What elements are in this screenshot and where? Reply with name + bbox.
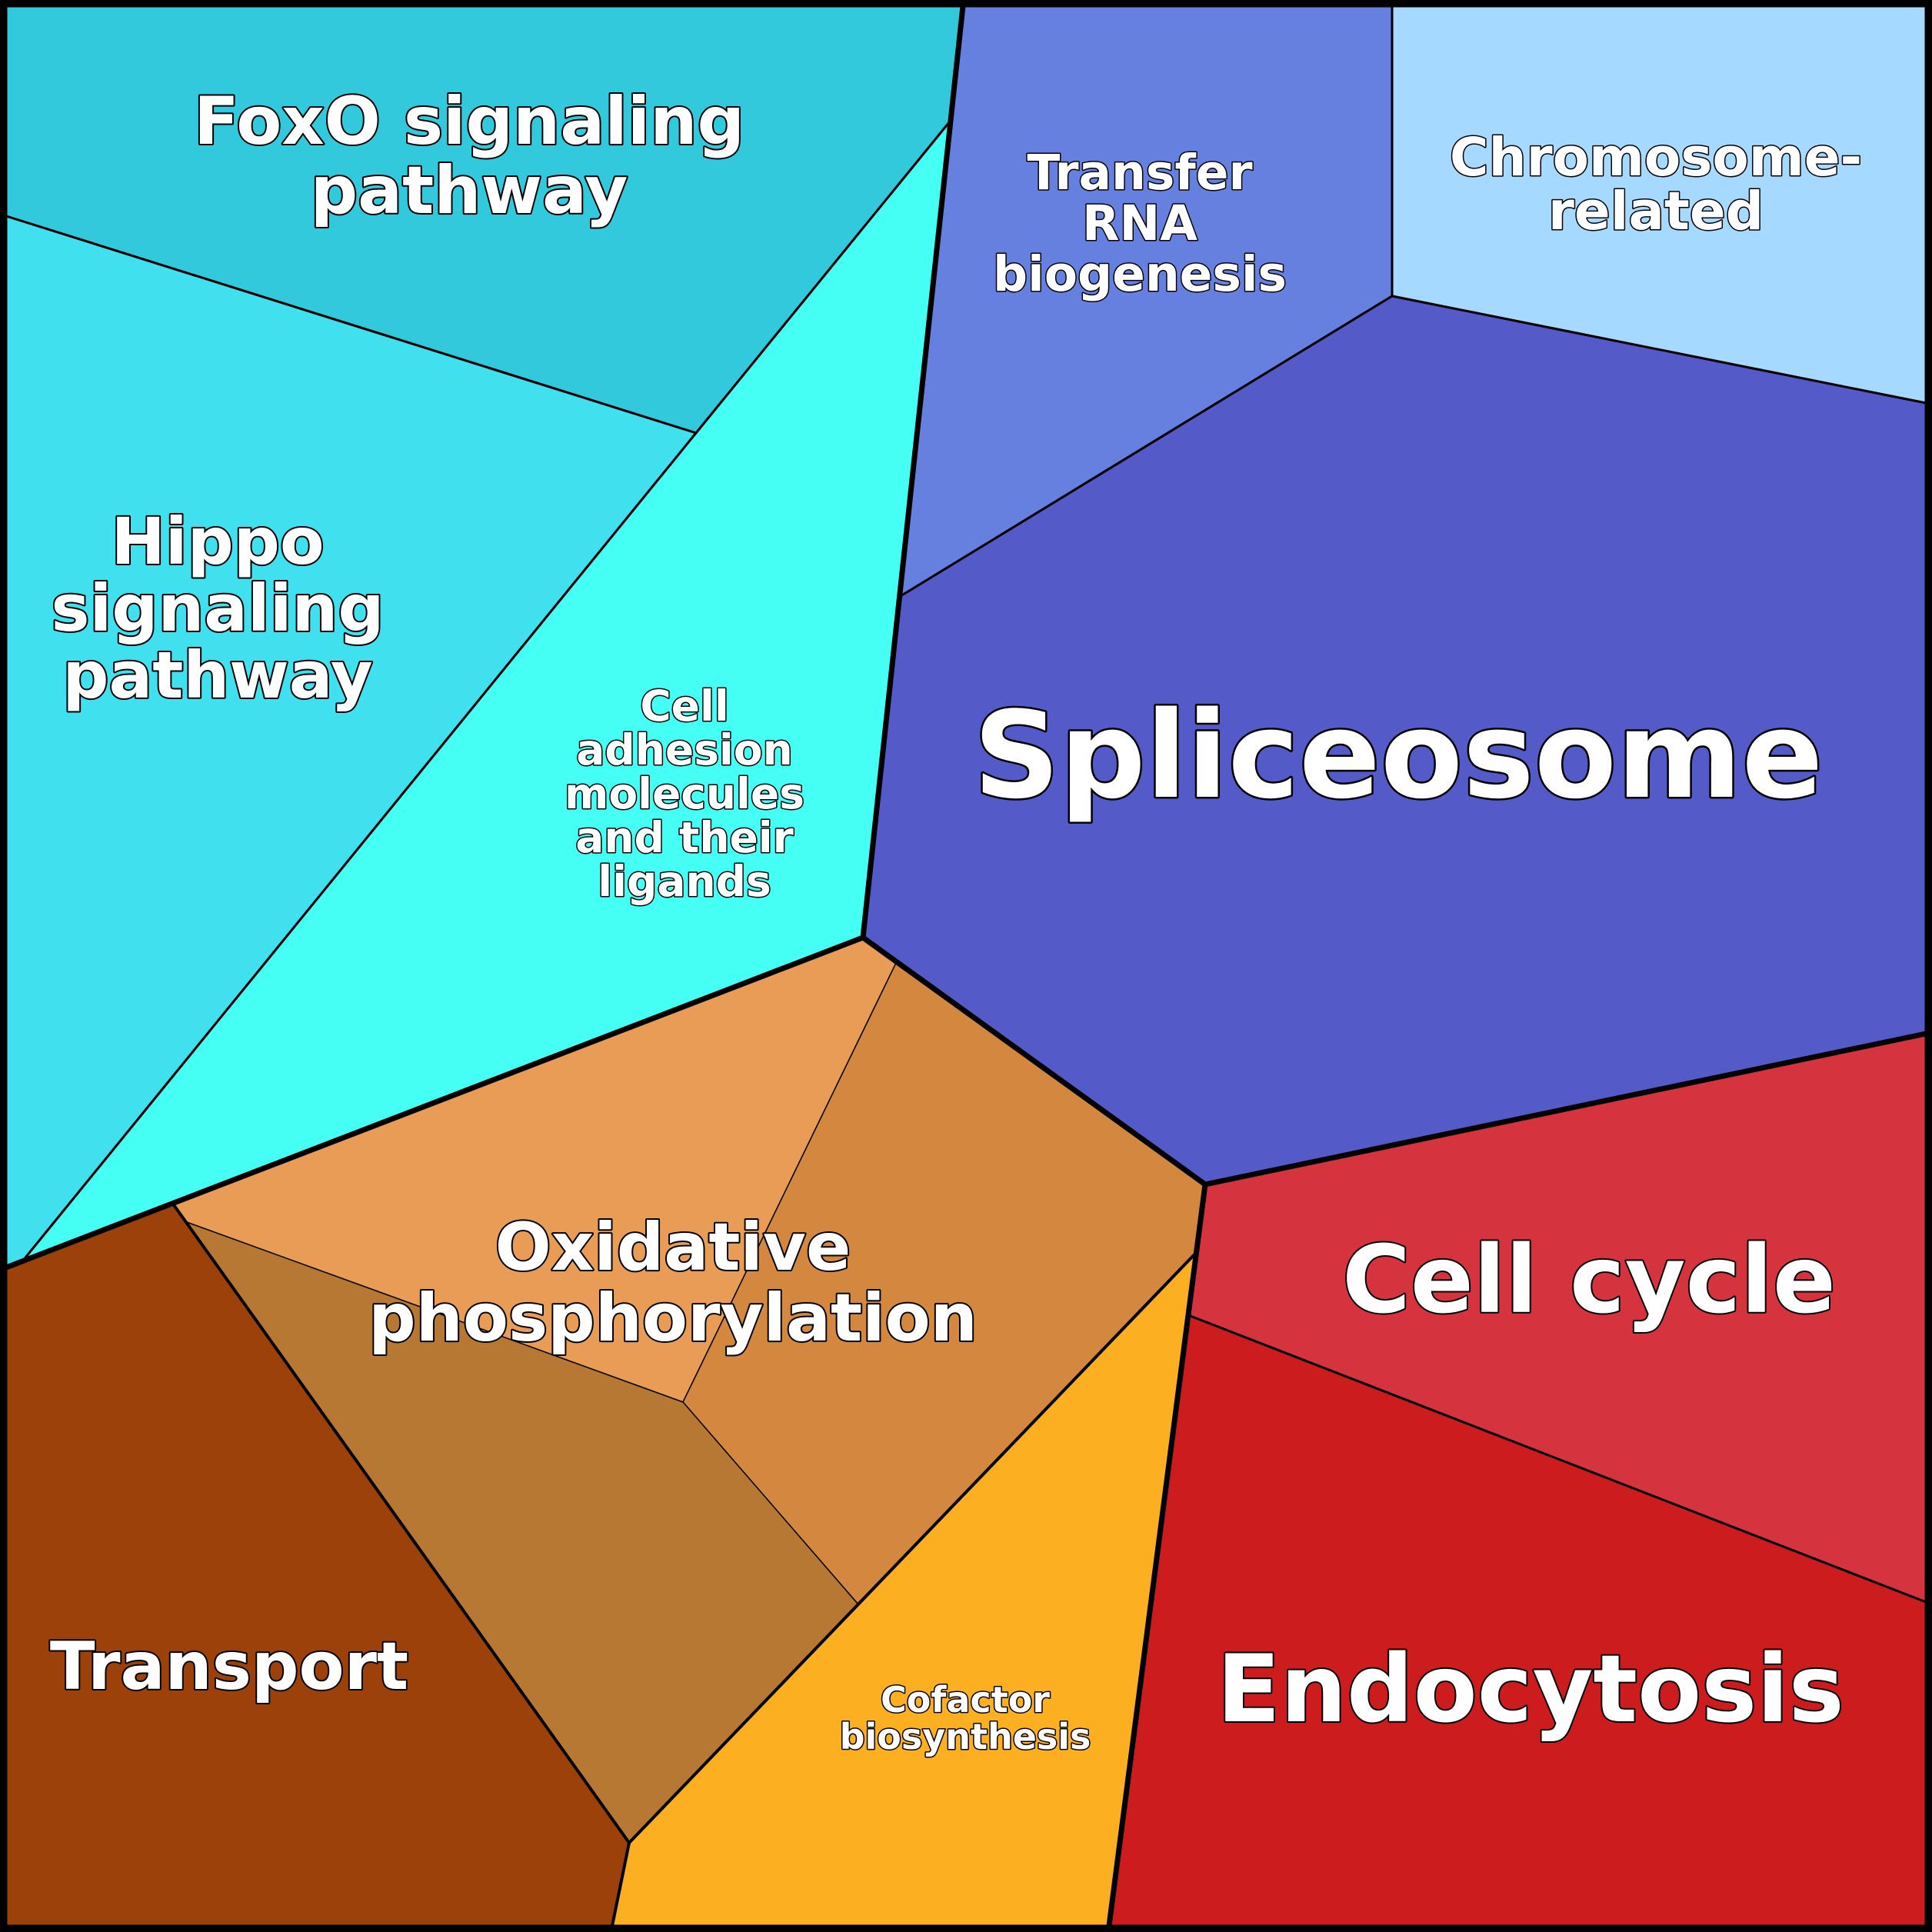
label-endocytosis: Endocytosis (1217, 1635, 1844, 1744)
label-line: Cell (640, 681, 728, 731)
label-line: Transport (50, 1628, 408, 1705)
group-boundary (1106, 1184, 1208, 1927)
label-line: Hippo (111, 504, 324, 579)
label-line: molecules (565, 769, 804, 818)
label-line: Oxidative (495, 1209, 851, 1286)
label-line: biosynthesis (840, 1716, 1091, 1757)
label-chromosome-related: Chromosome-related (1450, 127, 1862, 242)
label-spliceosome: Spliceosome (974, 685, 1824, 825)
label-cell-cycle: Cell cycle (1342, 1226, 1836, 1334)
label-line: and their (575, 813, 794, 862)
label-line: Cofactor (881, 1679, 1050, 1720)
label-line: phosphorylation (368, 1280, 978, 1357)
label-line: pathway (311, 152, 628, 229)
label-line: Transfer (1027, 145, 1252, 201)
group-boundary (628, 1252, 1197, 1844)
label-line: FoxO signaling (194, 83, 744, 160)
label-transport: Transport (50, 1628, 408, 1705)
label-line: Chromosome- (1450, 127, 1862, 188)
label-line: biogenesis (993, 246, 1287, 302)
label-line: Spliceosome (974, 685, 1824, 825)
label-line: ligands (598, 857, 771, 906)
label-line: adhesion (576, 725, 792, 774)
label-line: RNA (1082, 195, 1198, 251)
label-line: related (1548, 181, 1764, 242)
label-line: pathway (62, 638, 372, 713)
label-line: Cell cycle (1342, 1226, 1836, 1334)
label-line: Endocytosis (1217, 1635, 1844, 1744)
label-line: signaling (52, 571, 385, 646)
